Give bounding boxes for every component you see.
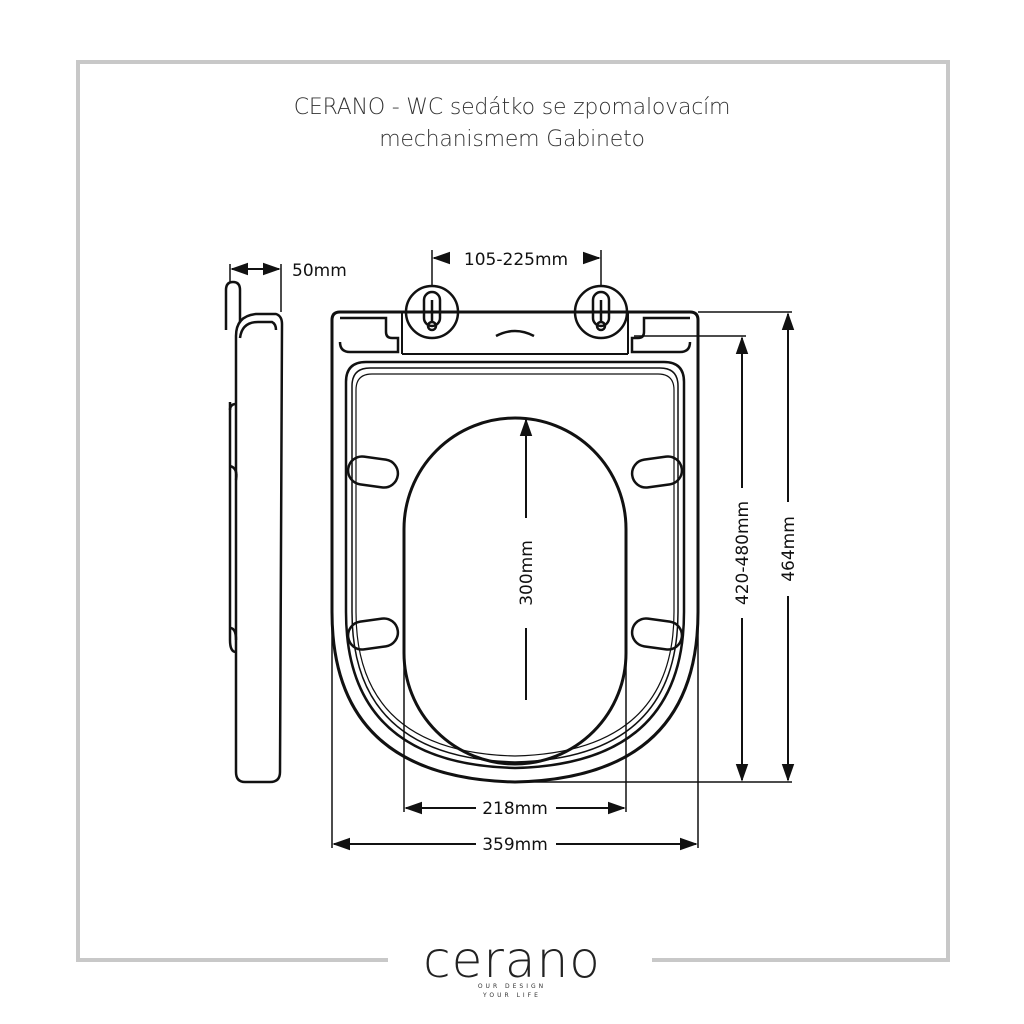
dim-total-length-label: 464mm [779, 516, 799, 582]
dim-inner-length-label: 300mm [517, 540, 537, 606]
brand-tagline-2: YOUR LIFE [483, 992, 541, 999]
brand-logo: cerano [423, 931, 601, 989]
dim-total-width-label: 359mm [482, 835, 548, 855]
title-line-2: mechanismem Gabineto [379, 127, 645, 152]
side-profile-view [224, 280, 284, 784]
border-frame [76, 60, 950, 962]
dim-length-range-label: 420-480mm [733, 501, 753, 605]
dim-hinge-spacing-label: 105-225mm [464, 250, 568, 270]
title-line-1: CERANO - WC sedátko se zpomalovacím [293, 95, 731, 120]
dim-inner-width-label: 218mm [482, 799, 548, 819]
dim-depth-label: 50mm [292, 261, 347, 281]
page-title: CERANO - WC sedátko se zpomalovacím mech… [212, 92, 812, 156]
seat-top-view [330, 310, 700, 784]
brand-tagline-1: OUR DESIGN [477, 983, 547, 990]
